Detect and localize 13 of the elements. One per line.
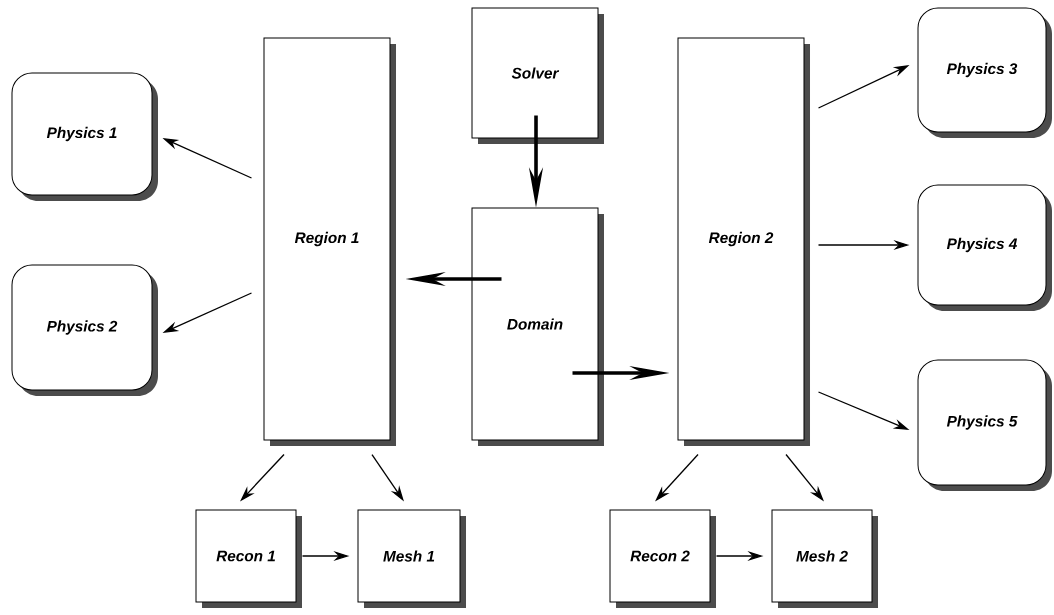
box: Region 2	[677, 37, 810, 446]
rounded-box: Physics 1	[11, 72, 158, 201]
box: Recon 2	[609, 509, 716, 608]
box: Domain	[471, 207, 604, 446]
box: Mesh 2	[771, 509, 878, 608]
rounded-box: Physics 4	[917, 184, 1052, 311]
box: Region 1	[263, 37, 396, 446]
box: Recon 1	[195, 509, 302, 608]
box: Solver	[471, 7, 604, 144]
rounded-box: Physics 2	[11, 264, 158, 396]
box: Mesh 1	[357, 509, 466, 608]
rounded-box: Physics 5	[917, 359, 1052, 491]
rounded-box: Physics 3	[917, 7, 1052, 138]
